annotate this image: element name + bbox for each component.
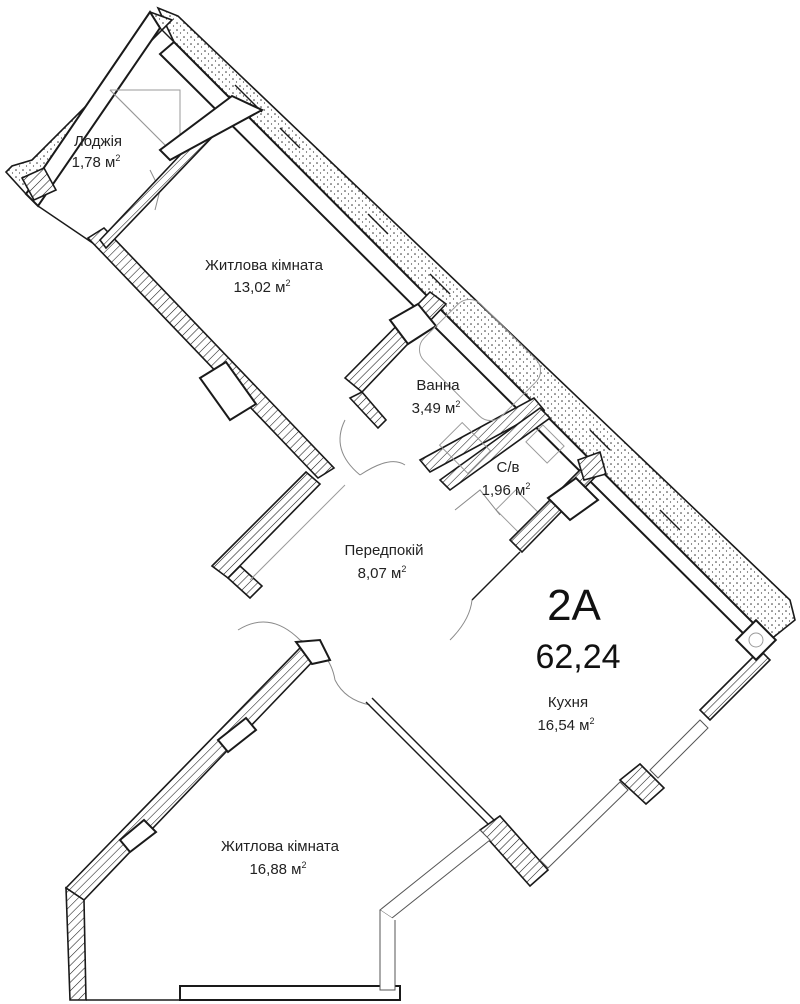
room-label-kitchen: Кухня 16,54 м2 bbox=[537, 694, 594, 734]
svg-text:8,07 м2: 8,07 м2 bbox=[358, 564, 407, 582]
bathroom-walls bbox=[343, 290, 565, 539]
apartment-code: 2A bbox=[547, 581, 601, 630]
room-name: Житлова кімната bbox=[221, 838, 340, 855]
kitchen-walls bbox=[365, 618, 778, 888]
svg-text:16,88 м2: 16,88 м2 bbox=[249, 860, 306, 878]
room-name: Лоджія bbox=[74, 133, 122, 150]
area-unit-superscript: 2 bbox=[115, 153, 120, 163]
room-name: Передпокій bbox=[345, 542, 424, 559]
room-area: 8,07 м bbox=[358, 565, 402, 582]
area-unit-superscript: 2 bbox=[286, 278, 291, 288]
room-name: Житлова кімната bbox=[205, 257, 324, 274]
room-name: С/в bbox=[497, 459, 520, 476]
room-name: Кухня bbox=[548, 694, 588, 711]
room-name: Ванна bbox=[416, 377, 460, 394]
room-label-wc: С/в 1,96 м2 bbox=[482, 459, 531, 499]
svg-text:1,78 м2: 1,78 м2 bbox=[72, 153, 121, 171]
area-unit-superscript: 2 bbox=[302, 860, 307, 870]
svg-text:13,02 м2: 13,02 м2 bbox=[233, 278, 290, 296]
living-room-2-walls bbox=[64, 638, 491, 1001]
room-label-bath: Ванна 3,49 м2 bbox=[412, 377, 461, 417]
room-area: 1,78 м bbox=[72, 154, 116, 171]
exterior-wall-northeast bbox=[156, 6, 796, 652]
room-area: 1,96 м bbox=[482, 482, 526, 499]
wc-walls bbox=[454, 450, 607, 554]
loggia-walls bbox=[4, 10, 233, 249]
svg-text:16,54 м2: 16,54 м2 bbox=[537, 716, 594, 734]
svg-text:1,96 м2: 1,96 м2 bbox=[482, 481, 531, 499]
room-label-hallway: Передпокій 8,07 м2 bbox=[345, 542, 424, 582]
room-area: 16,54 м bbox=[537, 717, 589, 734]
area-unit-superscript: 2 bbox=[590, 716, 595, 726]
apartment-badge: 2A 62,24 bbox=[535, 581, 620, 676]
area-unit-superscript: 2 bbox=[455, 399, 460, 409]
room-label-living-2: Житлова кімната 16,88 м2 bbox=[221, 838, 340, 878]
room-label-living-1: Житлова кімната 13,02 м2 bbox=[205, 257, 324, 296]
hallway-closet bbox=[210, 470, 346, 600]
apartment-total-area: 62,24 bbox=[535, 638, 620, 676]
area-unit-superscript: 2 bbox=[401, 564, 406, 574]
area-unit-superscript: 2 bbox=[525, 481, 530, 491]
room-area: 13,02 м bbox=[233, 279, 285, 296]
living-room-1-walls bbox=[86, 94, 336, 480]
svg-text:3,49 м2: 3,49 м2 bbox=[412, 399, 461, 417]
room-area: 16,88 м bbox=[249, 861, 301, 878]
room-label-loggia: Лоджія 1,78 м2 bbox=[72, 133, 122, 171]
room-area: 3,49 м bbox=[412, 400, 456, 417]
